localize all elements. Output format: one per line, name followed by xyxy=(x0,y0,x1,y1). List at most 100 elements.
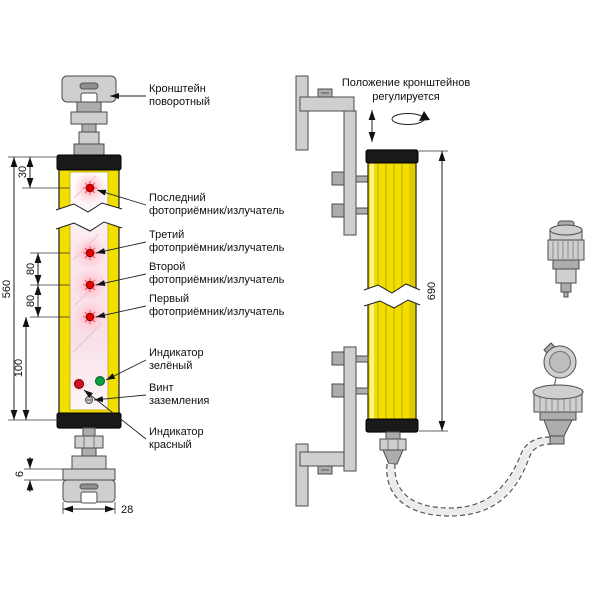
plug-band xyxy=(552,259,580,270)
bracket-bolt xyxy=(81,123,97,133)
top-bracket-front-plate xyxy=(295,75,309,151)
top-bracket-arm xyxy=(299,96,355,112)
gland-nut xyxy=(379,438,407,451)
dimensions-front: 30 560 80 80 100 6 28 xyxy=(1,156,133,516)
mount-bolt-shaft xyxy=(355,175,369,183)
dim-560: 560 xyxy=(1,280,13,298)
callout-green-indicator: Индикатор зелёный xyxy=(105,347,204,381)
callout-text: фотоприёмник/излучатель xyxy=(149,242,285,254)
dim-28: 28 xyxy=(121,504,133,516)
mount-bolt-head xyxy=(331,351,345,366)
bottom-thin-plate xyxy=(62,468,116,481)
cable xyxy=(386,436,553,517)
plug-nub xyxy=(563,291,569,298)
bracket-flange xyxy=(70,111,108,125)
emitter-dot-last xyxy=(85,183,95,193)
callout-red-indicator: Индикатор красный xyxy=(83,389,204,451)
callout-second-receiver: Второй фотоприёмник/излучатель xyxy=(95,261,285,287)
cable-body xyxy=(387,436,552,516)
socket-flange xyxy=(532,384,584,400)
callouts: Кронштейн поворотный Последний фотоприём… xyxy=(83,83,285,451)
bracket-stem xyxy=(78,131,100,145)
plug-tip xyxy=(560,282,572,293)
dim-80a: 80 xyxy=(25,263,37,275)
callout-text: Второй xyxy=(149,261,185,273)
break-side xyxy=(364,284,420,308)
callout-text: Третий xyxy=(149,229,184,241)
mount-bolt-head xyxy=(331,203,345,218)
socket-cone xyxy=(543,419,573,437)
callout-text: Последний xyxy=(149,192,206,204)
status-indicators xyxy=(71,376,105,404)
callout-text: фотоприёмник/излучатель xyxy=(149,274,285,286)
emitter-third xyxy=(73,236,107,270)
connector-socket xyxy=(532,342,584,445)
emitter-first xyxy=(73,300,107,334)
callout-text: красный xyxy=(149,439,192,451)
cable-gland xyxy=(379,431,407,465)
mount-bolt-head xyxy=(331,171,345,186)
bottom-notch xyxy=(80,491,98,504)
bracket-washer xyxy=(73,143,105,157)
cable-outline xyxy=(386,443,553,517)
callout-third-receiver: Третий фотоприёмник/излучатель xyxy=(95,229,285,255)
front-bottom-cap xyxy=(56,412,122,429)
side-body xyxy=(363,149,421,433)
callout-text: фотоприёмник/излучатель xyxy=(149,306,285,318)
bottom-bracket-side xyxy=(295,346,369,507)
callout-text: Винт xyxy=(149,382,174,394)
bracket-slot xyxy=(79,82,99,90)
emitter-dot-first xyxy=(85,312,95,322)
callout-text: фотоприёмник/излучатель xyxy=(149,205,285,217)
dim-100: 100 xyxy=(13,359,25,377)
mount-bolt-head xyxy=(331,383,345,398)
plug-barrel xyxy=(555,268,577,284)
socket-gland xyxy=(549,435,565,445)
mount-bolt-shaft xyxy=(355,387,369,395)
side-view: Положение кронштейнов регулируется xyxy=(295,75,585,517)
mount-bolt-shaft xyxy=(355,355,369,363)
side-bottom-cap xyxy=(365,418,419,433)
top-bracket-vertical-plate xyxy=(343,110,357,236)
green-indicator-led xyxy=(95,376,105,386)
dim-80b: 80 xyxy=(25,295,37,307)
bottom-bracket-vertical-plate xyxy=(343,346,357,472)
dimension-690: 690 xyxy=(419,150,448,432)
top-bracket-side xyxy=(295,75,369,236)
break-front xyxy=(55,202,123,232)
dim-690: 690 xyxy=(426,282,438,300)
note-text: Положение кронштейнов xyxy=(342,77,471,89)
note-text: регулируется xyxy=(372,91,440,103)
callout-swivel-bracket: Кронштейн поворотный xyxy=(110,83,210,108)
red-indicator-led xyxy=(74,379,84,389)
callout-last-receiver: Последний фотоприёмник/излучатель xyxy=(96,189,285,217)
connector-plug xyxy=(547,220,585,298)
callout-text: поворотный xyxy=(149,96,210,108)
front-view xyxy=(55,75,123,504)
callout-text: Кронштейн xyxy=(149,83,206,95)
adjustability-note: Положение кронштейнов регулируется xyxy=(342,77,471,142)
callout-text: Первый xyxy=(149,293,189,305)
callout-text: Индикатор xyxy=(149,426,204,438)
callout-first-receiver: Первый фотоприёмник/излучатель xyxy=(95,293,285,319)
front-top-cap xyxy=(56,154,122,171)
bottom-slot xyxy=(79,483,99,490)
bracket-neck xyxy=(76,101,102,113)
emitter-last xyxy=(73,171,107,205)
gland-cone xyxy=(382,449,404,465)
callout-text: Индикатор xyxy=(149,347,204,359)
dim-6: 6 xyxy=(14,471,26,477)
emitter-second xyxy=(73,268,107,302)
swivel-bracket-top xyxy=(61,75,117,157)
emitter-dot-second xyxy=(85,280,95,290)
rotation-arrowhead xyxy=(419,111,430,121)
rotation-arrow-icon xyxy=(391,113,425,125)
emitter-dot-third xyxy=(85,248,95,258)
callout-text: зелёный xyxy=(149,360,192,372)
bottom-nut xyxy=(74,435,104,449)
side-top-cap xyxy=(365,149,419,164)
mount-bolt-shaft xyxy=(355,207,369,215)
bottom-flange xyxy=(71,455,107,470)
